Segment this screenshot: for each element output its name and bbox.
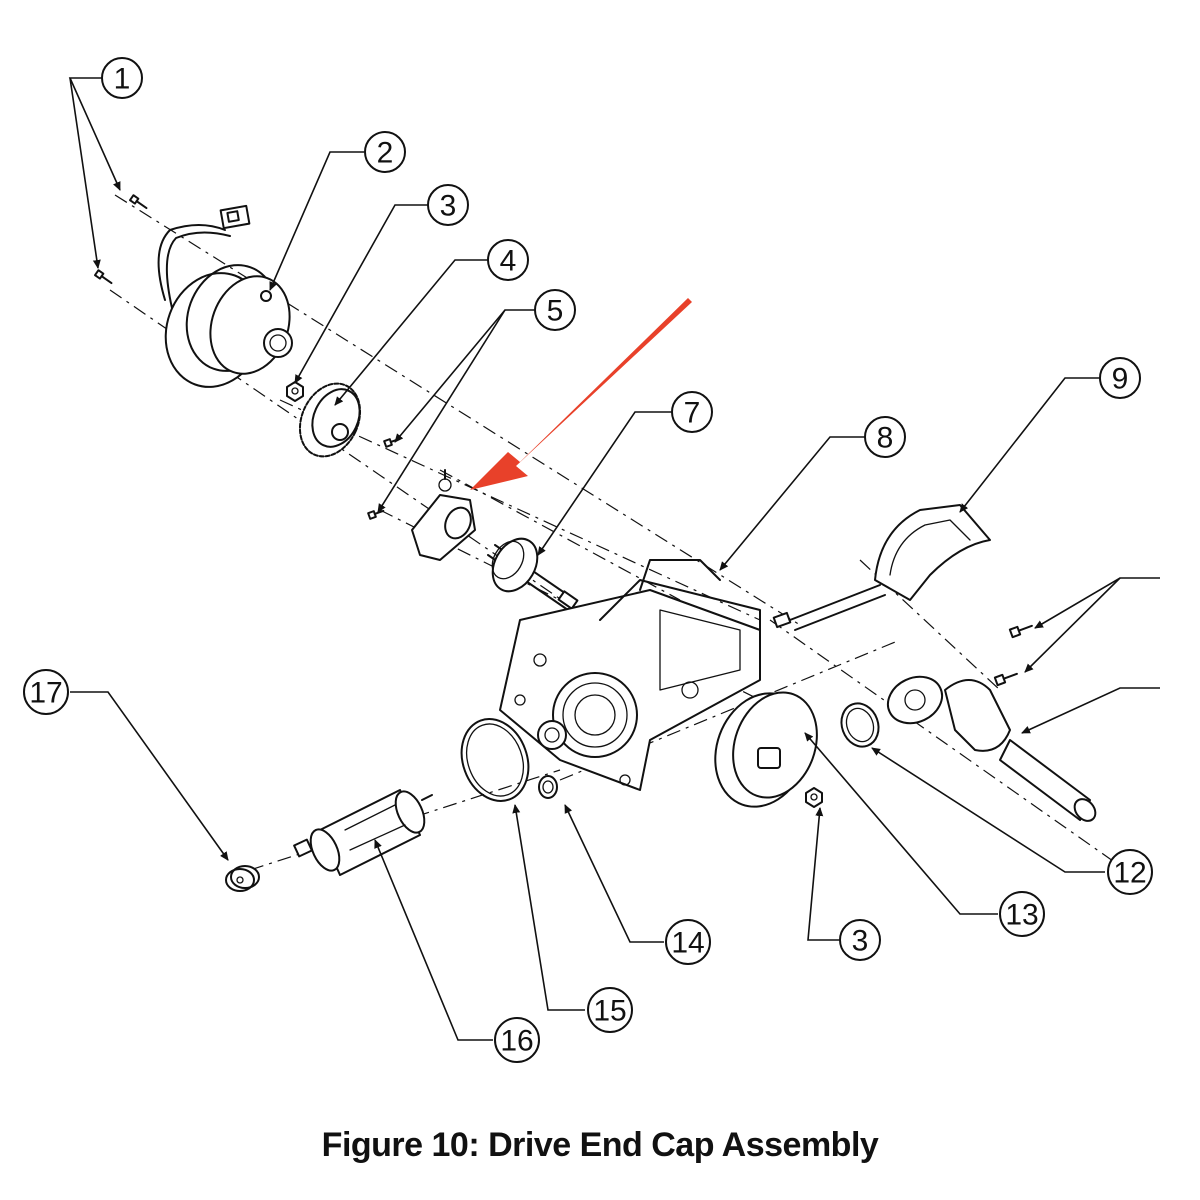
callout-14-label: 14	[671, 927, 704, 960]
callout-17-label: 17	[29, 677, 62, 710]
callout-17: 17	[23, 669, 69, 715]
part-handle-lever	[772, 504, 991, 631]
callout-16: 16	[494, 1017, 540, 1063]
callout-13: 13	[999, 891, 1045, 937]
part-small-screws	[367, 437, 401, 520]
part-motor	[157, 204, 293, 388]
callout-3-upper-label: 3	[440, 190, 457, 223]
part-filter-cartridge	[293, 789, 433, 876]
part-screws	[94, 194, 148, 285]
part-o-ring-small	[840, 702, 880, 748]
callout-2-label: 2	[377, 137, 394, 170]
part-housing	[499, 559, 761, 791]
part-washer	[538, 775, 558, 799]
callout-7-label: 7	[684, 397, 701, 430]
callout-12-label: 12	[1113, 857, 1146, 890]
callout-9: 9	[1099, 357, 1141, 399]
callout-16-label: 16	[500, 1025, 533, 1058]
part-o-ring-large	[460, 718, 530, 802]
callout-1: 1	[101, 57, 143, 99]
exploded-assembly-diagram: 1 2 3 4 5 7 8 9 12 13 3 14	[23, 57, 1160, 1063]
callout-2: 2	[364, 131, 406, 173]
part-bracket	[411, 469, 476, 561]
part-valve-assembly	[886, 624, 1097, 822]
callout-13-label: 13	[1005, 899, 1038, 932]
part-nut-lower	[805, 787, 823, 808]
callout-5-label: 5	[547, 295, 564, 328]
callout-4: 4	[487, 239, 529, 281]
callout-8-label: 8	[877, 422, 894, 455]
leader-lines	[68, 77, 1160, 1041]
callout-15-label: 15	[593, 995, 626, 1028]
callout-12: 12	[1107, 849, 1153, 895]
callout-7: 7	[671, 391, 713, 433]
part-gear	[298, 382, 362, 458]
callout-5: 5	[534, 289, 576, 331]
highlight-arrow	[470, 298, 692, 490]
callout-15: 15	[587, 987, 633, 1033]
callout-3-upper: 3	[427, 184, 469, 226]
callout-9-label: 9	[1112, 363, 1129, 396]
callout-3-lower: 3	[839, 919, 881, 961]
part-nut-upper	[286, 381, 304, 402]
callout-1-label: 1	[114, 63, 131, 96]
part-disc-plate	[714, 691, 818, 808]
callout-14: 14	[665, 919, 711, 965]
part-shaft-coupling	[487, 537, 579, 611]
figure-caption: Figure 10: Drive End Cap Assembly	[321, 1126, 879, 1164]
part-end-cap	[225, 865, 260, 892]
callout-4-label: 4	[500, 245, 517, 278]
callout-8: 8	[864, 416, 906, 458]
callout-3-lower-label: 3	[852, 925, 869, 958]
